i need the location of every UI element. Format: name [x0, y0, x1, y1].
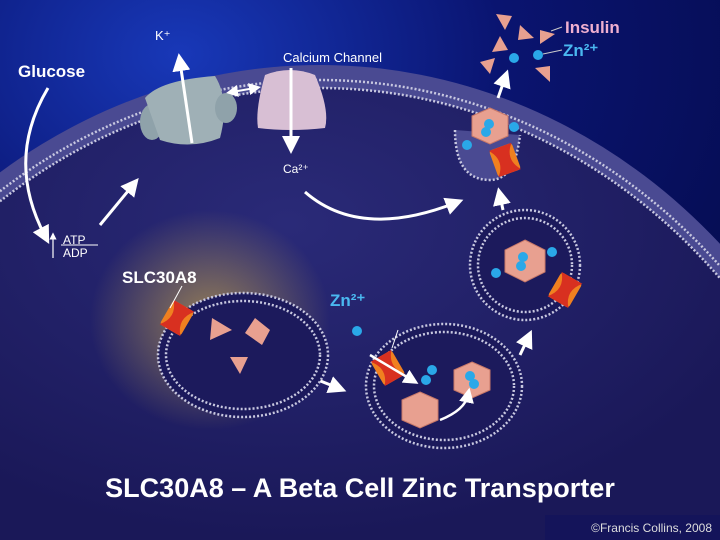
insulin-label: Insulin — [565, 18, 620, 37]
membrane-inner-dots — [0, 86, 720, 280]
calcium-channel-label: Calcium Channel — [283, 50, 382, 65]
maturation-arrow-1 — [317, 376, 347, 394]
credit-box — [545, 515, 720, 540]
atp-label: ATP — [63, 233, 85, 247]
cytoplasm — [0, 88, 720, 540]
zinc-ion-label: Zn²⁺ — [330, 291, 365, 310]
glucose-label: Glucose — [18, 62, 85, 81]
diagram-title: SLC30A8 – A Beta Cell Zinc Transporter — [105, 473, 615, 503]
fusing-vesicle — [462, 107, 522, 178]
maturation-arrow-2 — [516, 329, 533, 356]
secreted-zinc-label: Zn²⁺ — [563, 41, 598, 60]
channel-coupling-arrow — [226, 83, 261, 97]
mature-vesicle — [468, 208, 583, 322]
zinc-loading-vesicle — [352, 322, 524, 450]
glucose-arrow — [24, 87, 50, 244]
secretion-arrow — [493, 69, 511, 99]
calcium-ion-label: Ca²⁺ — [283, 162, 309, 176]
potassium-channel — [140, 76, 237, 145]
slc30a8-label: SLC30A8 — [122, 268, 197, 287]
slc30a8-transporter — [159, 299, 195, 337]
k-efflux-arrow — [172, 53, 194, 144]
membrane-outer-dots — [0, 78, 720, 267]
calcium-trigger-arrow — [304, 190, 464, 221]
potassium-label: K⁺ — [155, 28, 171, 43]
secreted-insulin-zinc — [480, 14, 563, 82]
credit-text: ©Francis Collins, 2008 — [591, 521, 712, 535]
immature-vesicle — [156, 285, 330, 419]
vesicle-to-membrane-arrow — [493, 187, 511, 211]
adp-label: ADP — [63, 246, 88, 260]
atp-to-channel-arrow — [98, 178, 139, 226]
